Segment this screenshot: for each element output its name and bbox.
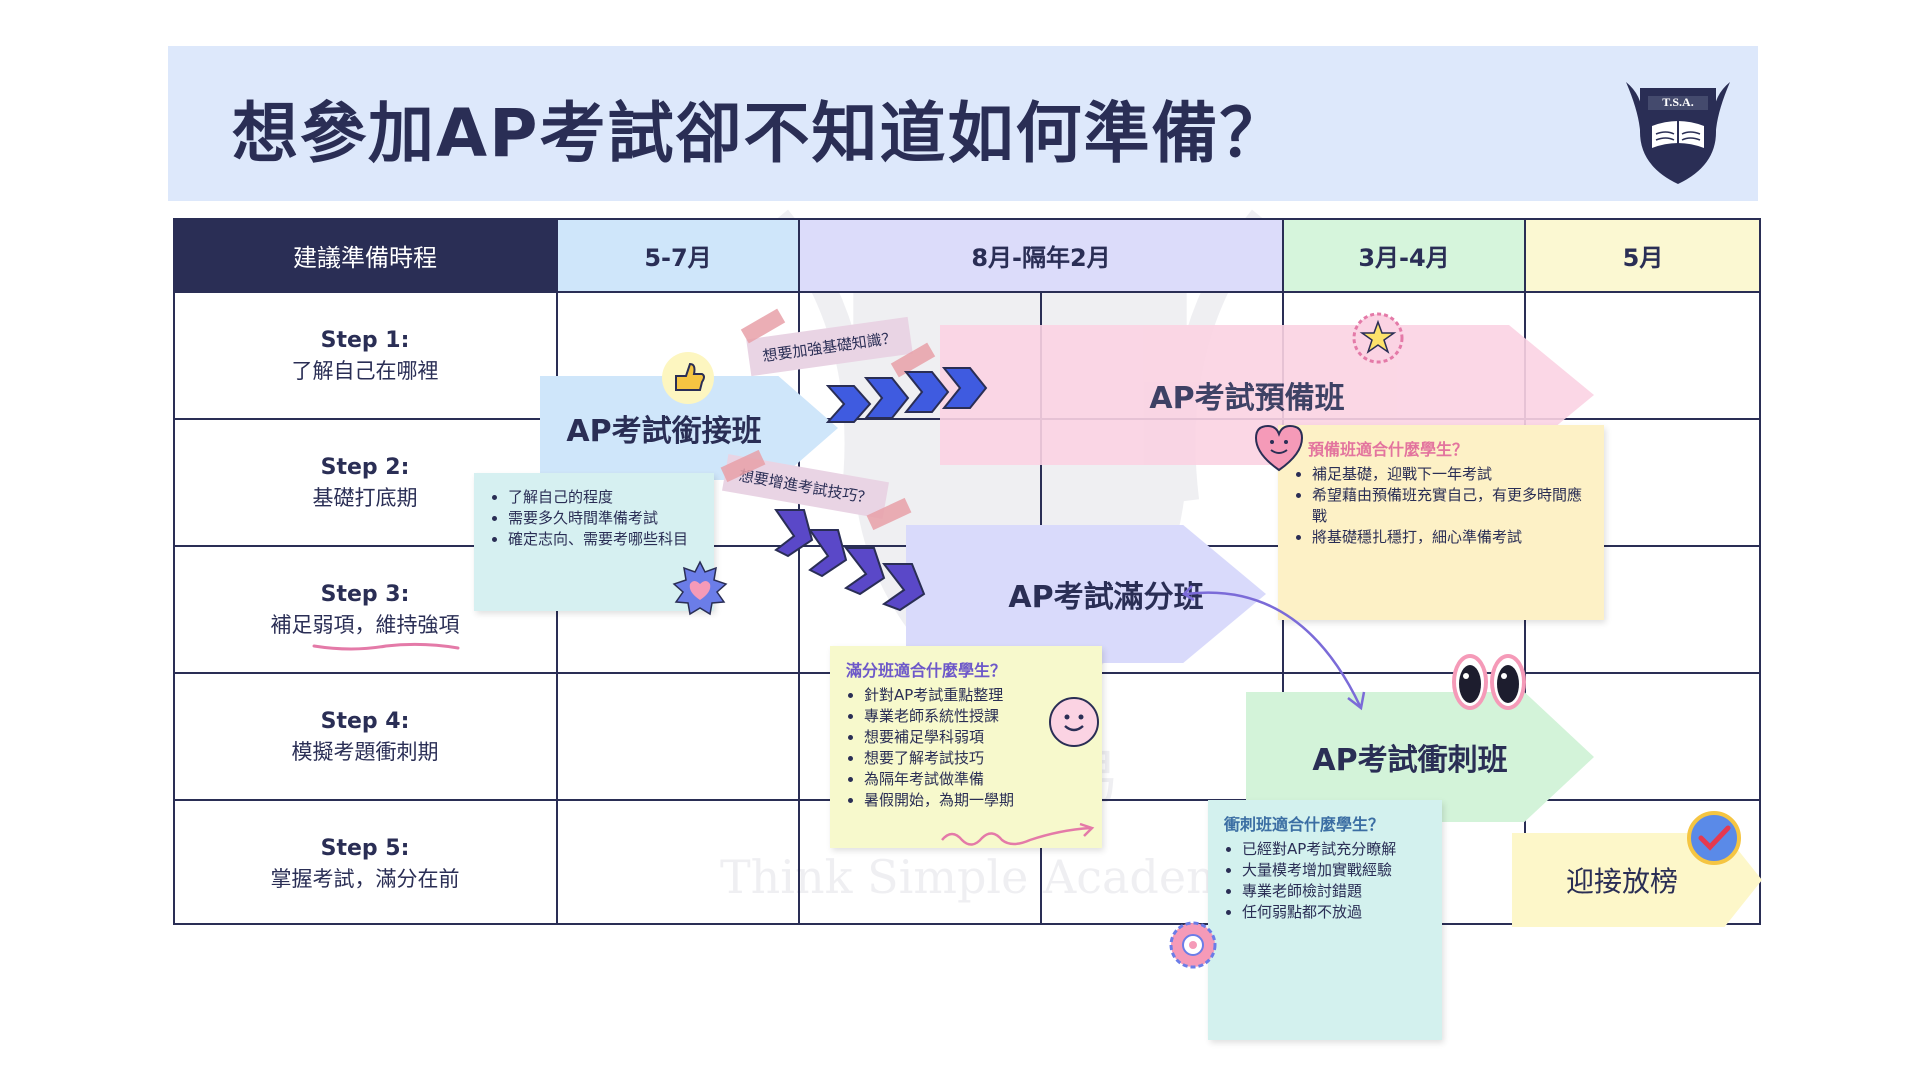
bridge-note-card: 了解自己的程度 需要多久時間準備考試 確定志向、需要考哪些科目: [474, 473, 714, 611]
list-item: 大量模考增加實戰經驗: [1242, 860, 1426, 881]
list-item: 想要補足學科弱項: [864, 727, 1086, 748]
step-1: Step 1: 了解自己在哪裡: [175, 325, 555, 386]
step-1-title: Step 1:: [320, 328, 410, 353]
step-5: Step 5: 掌握考試，滿分在前: [175, 833, 555, 894]
list-item: 需要多久時間準備考試: [508, 508, 698, 529]
watermark-english-text: Think Simple Academy: [720, 850, 1256, 904]
connector-arrow-icon: [1181, 585, 1366, 711]
column-header-may-jul: 5-7月: [557, 218, 799, 292]
list-item: 補足基礎，迎戰下一年考試: [1312, 464, 1588, 485]
eyes-icon: [1452, 654, 1526, 710]
list-item: 想要了解考試技巧: [864, 748, 1086, 769]
step-3-underline-icon: [312, 642, 460, 651]
full-score-class-label: AP考試滿分班: [1008, 580, 1204, 615]
list-item: 暑假開始，為期一學期: [864, 790, 1086, 811]
list-item: 將基礎穩扎穩打，細心準備考試: [1312, 527, 1588, 548]
step-4: Step 4: 模擬考題衝刺期: [175, 706, 555, 767]
smiley-face-icon: [1049, 697, 1099, 747]
sprint-class-label: AP考試衝刺班: [1312, 743, 1508, 778]
heart-hands-badge-icon: [672, 560, 728, 616]
list-item: 了解自己的程度: [508, 487, 698, 508]
grid-line: [173, 291, 1761, 293]
page-title: 想參加AP考試卻不知道如何準備？: [232, 95, 1288, 172]
list-item: 為隔年考試做準備: [864, 769, 1086, 790]
step-1-desc: 了解自己在哪裡: [291, 359, 439, 383]
sprint-note-card: 衝刺班適合什麼學生？ 已經對AP考試充分瞭解 大量模考增加實戰經驗 專業老師檢討…: [1208, 800, 1442, 1040]
squiggle-arrow-icon: [941, 822, 1095, 846]
column-header-mar-apr: 3月-4月: [1283, 218, 1525, 292]
list-item: 已經對AP考試充分瞭解: [1242, 839, 1426, 860]
step-2-title: Step 2:: [320, 455, 410, 480]
list-item: 確定志向、需要考哪些科目: [508, 529, 698, 550]
list-item: 針對AP考試重點整理: [864, 685, 1086, 706]
prep-note-card: 預備班適合什麼學生？ 補足基礎，迎戰下一年考試 希望藉由預備班充實自己，有更多時…: [1278, 425, 1604, 620]
step-2: Step 2: 基礎打底期: [175, 452, 555, 513]
full-score-class-arrow: AP考試滿分班: [906, 525, 1266, 663]
list-item: 任何弱點都不放過: [1242, 902, 1426, 923]
column-header-may: 5月: [1525, 218, 1761, 292]
flower-badge-icon: [1169, 921, 1217, 969]
result-arrow: 迎接放榜: [1512, 833, 1762, 927]
step-4-desc: 模擬考題衝刺期: [291, 740, 439, 764]
title-banner: [168, 46, 1758, 201]
heart-face-icon: [1254, 424, 1304, 472]
tsa-shield-logo-icon: T.S.A.: [1626, 82, 1730, 184]
purple-chevrons-icon: [774, 509, 926, 612]
step-3-title: Step 3:: [320, 582, 410, 607]
step-4-title: Step 4:: [320, 709, 410, 734]
step-3-desc: 補足弱項，維持強項: [270, 613, 460, 637]
star-badge-icon: [1352, 312, 1404, 364]
prep-note-title: 預備班適合什麼學生？: [1308, 440, 1469, 459]
logo-text: T.S.A.: [1662, 95, 1693, 109]
schedule-header-label: 建議準備時程: [173, 218, 557, 292]
schedule-grid: [173, 218, 1761, 925]
list-item: 專業老師檢討錯題: [1242, 881, 1426, 902]
sprint-note-title: 衝刺班適合什麼學生？: [1224, 815, 1385, 834]
full-score-note-title: 滿分班適合什麼學生？: [846, 661, 1007, 680]
column-header-aug-feb: 8月-隔年2月: [799, 218, 1283, 292]
grid-line: [798, 218, 800, 925]
step-3: Step 3: 補足弱項，維持強項: [175, 579, 555, 640]
step-2-desc: 基礎打底期: [312, 486, 418, 510]
result-label: 迎接放榜: [1565, 865, 1678, 898]
prep-class-label: AP考試預備班: [1149, 381, 1345, 416]
list-item: 專業老師系統性授課: [864, 706, 1086, 727]
checkmark-badge-icon: [1687, 811, 1741, 865]
step-5-desc: 掌握考試，滿分在前: [270, 867, 460, 891]
blue-chevrons-icon: [826, 367, 988, 423]
list-item: 希望藉由預備班充實自己，有更多時間應戰: [1312, 485, 1588, 527]
step-5-title: Step 5:: [320, 836, 410, 861]
full-score-note-card: 滿分班適合什麼學生？ 針對AP考試重點整理 專業老師系統性授課 想要補足學科弱項…: [830, 646, 1102, 848]
bridge-class-label: AP考試銜接班: [566, 414, 762, 449]
thumbs-up-icon: [662, 352, 714, 404]
